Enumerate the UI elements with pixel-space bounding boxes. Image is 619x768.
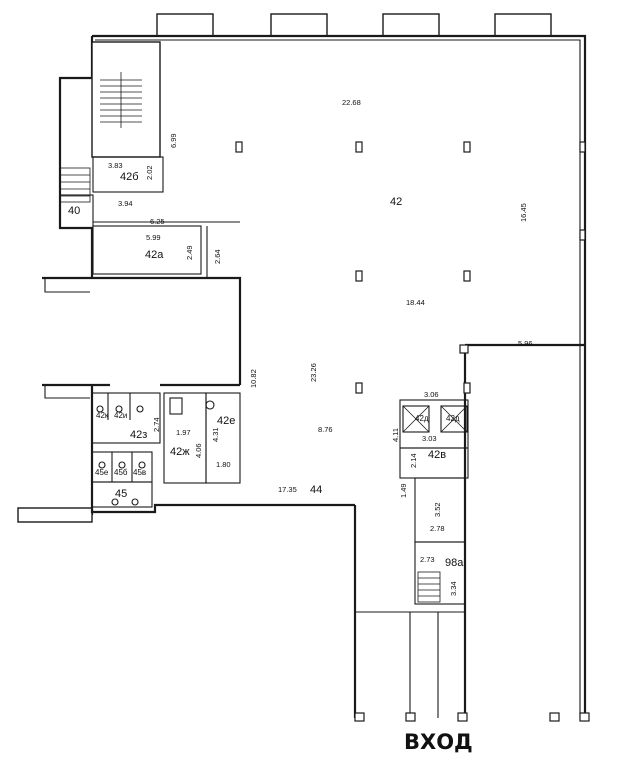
dim-3-34: 3.34	[449, 581, 458, 596]
dim-18-44: 18.44	[406, 298, 425, 307]
entrance-label: ВХОД	[404, 730, 473, 754]
room-label-42d: 42д	[415, 414, 429, 423]
room-label-45: 45	[115, 488, 127, 500]
room-label-98a: 98а	[445, 557, 464, 569]
room-label-42: 42	[390, 196, 402, 208]
room-label-40: 40	[68, 205, 80, 217]
dim-16-45: 16.45	[519, 203, 528, 222]
dim-1-80: 1.80	[216, 460, 231, 469]
columns	[235, 141, 590, 722]
room-label-44: 44	[310, 484, 322, 496]
room-label-45e: 45е	[95, 468, 109, 477]
room-label-42z: 42з	[130, 429, 147, 441]
room-labels: 40 42 42а 42б 42в 42д 42д 42е 42ж 42з 42…	[68, 171, 464, 569]
dim-4-31: 4.31	[211, 427, 220, 442]
dim-5-96: 5.96	[518, 339, 533, 348]
bathroom-block	[91, 392, 241, 508]
dim-6-25: 6.25	[150, 217, 165, 226]
room-label-42b: 42б	[120, 171, 139, 183]
dim-5-99: 5.99	[146, 233, 161, 242]
dim-1-97: 1.97	[176, 428, 191, 437]
dim-2-74: 2.74	[152, 417, 161, 432]
room-label-42zh: 42ж	[170, 446, 190, 458]
dim-6-99: 6.99	[169, 133, 178, 148]
elevator-block	[355, 399, 469, 718]
dim-8-76: 8.76	[318, 425, 333, 434]
dim-17-35: 17.35	[278, 485, 297, 494]
room-label-45b: 45б	[114, 468, 128, 477]
left-rooms	[59, 156, 240, 278]
room-label-42i: 42и	[114, 411, 127, 420]
dim-2-73: 2.73	[420, 555, 435, 564]
dim-3-06: 3.06	[424, 390, 439, 399]
dim-2-02: 2.02	[145, 165, 154, 180]
room-label-42e: 42е	[217, 415, 235, 427]
dim-3-03: 3.03	[422, 434, 437, 443]
dim-2-49: 2.49	[185, 245, 194, 260]
dim-2-78: 2.78	[430, 524, 445, 533]
dimension-labels: 22.68 6.99 3.83 2.02 3.94 6.25 5.99 2.49…	[108, 98, 533, 596]
room-label-42d-2: 42д	[446, 414, 460, 423]
dim-4-11: 4.11	[391, 428, 400, 442]
room-label-42a: 42а	[145, 249, 164, 261]
dim-23-26: 23.26	[309, 363, 318, 382]
dim-2-14: 2.14	[409, 453, 418, 468]
stair-top-left	[59, 41, 161, 203]
dim-10-82: 10.82	[249, 369, 258, 388]
room-label-42v: 42в	[428, 449, 446, 461]
window-bays	[156, 13, 552, 37]
dim-3-52: 3.52	[433, 502, 442, 517]
dim-3-83: 3.83	[108, 161, 123, 170]
dim-3-94: 3.94	[118, 199, 133, 208]
room-label-42k: 42к	[96, 411, 109, 420]
dim-1-49: 1.49	[399, 483, 408, 498]
dim-4-06: 4.06	[194, 443, 203, 458]
dim-2-64: 2.64	[213, 249, 222, 264]
dim-22-68: 22.68	[342, 98, 361, 107]
room-label-45v: 45в	[133, 468, 146, 477]
